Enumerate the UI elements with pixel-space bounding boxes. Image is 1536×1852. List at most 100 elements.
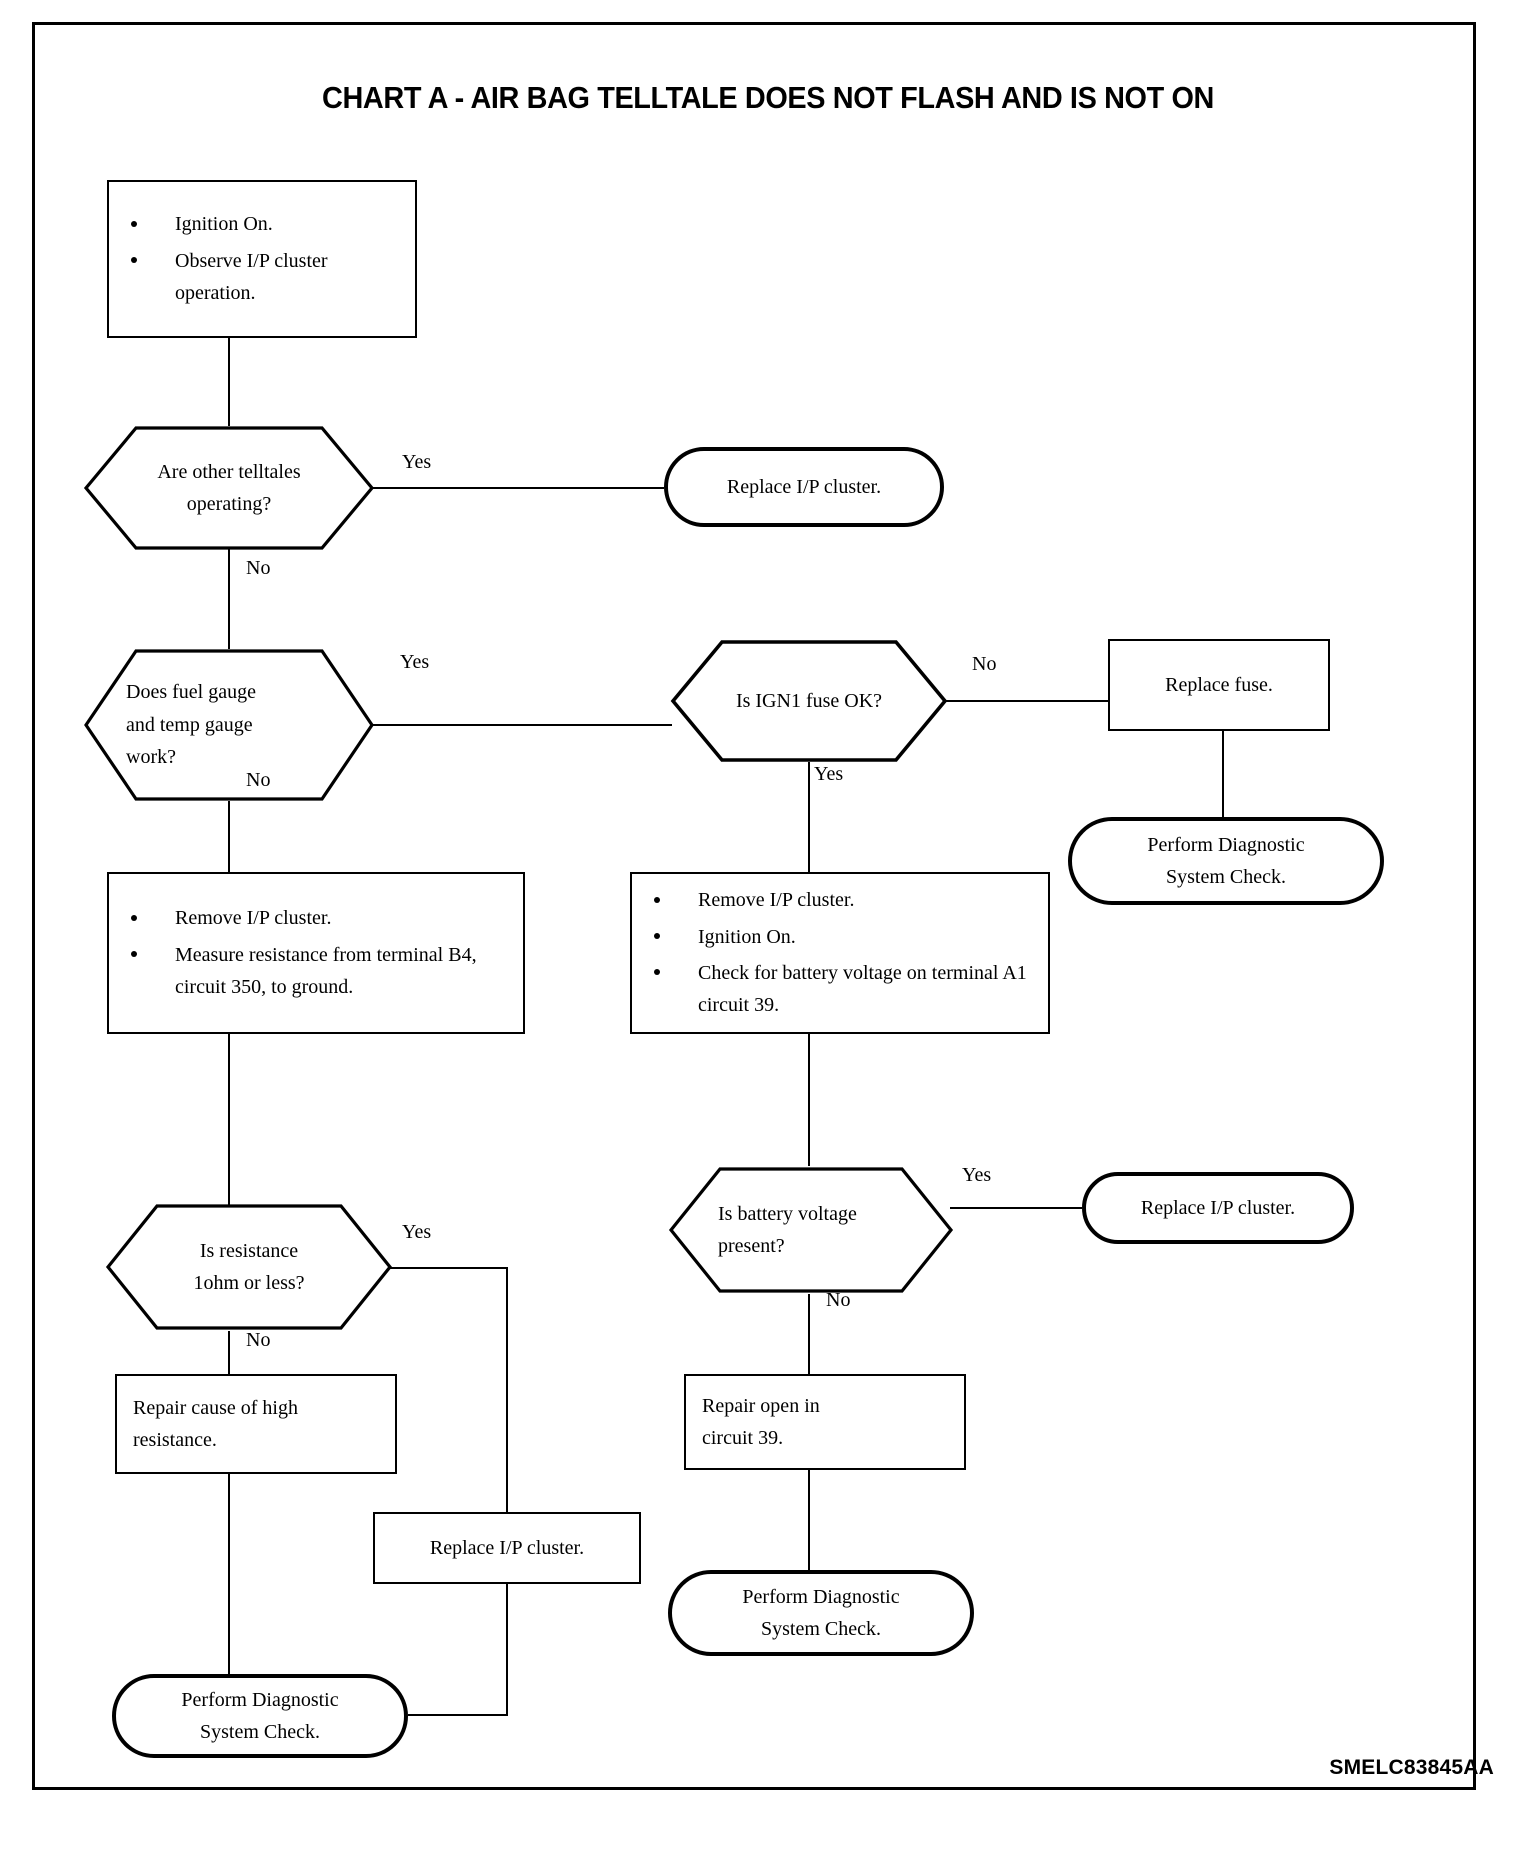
node-diag-right-terminator: Perform Diagnostic System Check. xyxy=(668,1570,974,1656)
bullet-dot-icon xyxy=(654,969,660,976)
node-measure-resistance: Remove I/P cluster. Measure resistance f… xyxy=(107,872,525,1034)
battery-bullet-list: Remove I/P cluster. Ignition On. Check f… xyxy=(632,880,1048,1026)
list-item: Ignition On. xyxy=(646,921,1038,953)
node-replace-fuse: Replace fuse. xyxy=(1108,639,1330,731)
edge-label-d5-yes: Yes xyxy=(962,1164,992,1186)
d4-line1: Is resistance xyxy=(199,1239,299,1262)
repair-res-line1: Repair cause of high xyxy=(133,1396,298,1419)
bullet-dot-icon xyxy=(654,933,660,939)
connector-d4-yes-v xyxy=(506,1267,508,1514)
list-item: Observe I/P cluster operation. xyxy=(123,245,405,310)
connector-d1-no xyxy=(228,548,230,649)
list-item: Remove I/P cluster. xyxy=(646,884,1038,916)
bullet-dot-icon xyxy=(131,257,137,264)
d4-line2: 1ohm or less? xyxy=(193,1272,305,1294)
edge-label-d2-yes: Yes xyxy=(400,651,430,673)
node-replace-cluster-lower: Replace I/P cluster. xyxy=(373,1512,641,1584)
connector-d3-yes xyxy=(808,762,810,872)
hexagon-shape xyxy=(668,1167,954,1293)
node-d2-decision: Does fuel gauge and temp gauge work? xyxy=(84,649,374,801)
connector-fuse-to-diag xyxy=(1222,731,1224,819)
measure-bullet-list: Remove I/P cluster. Measure resistance f… xyxy=(109,898,523,1007)
bullet-dot-icon xyxy=(131,914,137,921)
chart-title: CHART A - AIR BAG TELLTALE DOES NOT FLAS… xyxy=(322,80,1214,115)
d1-line1: Are other telltales xyxy=(157,460,301,483)
edge-label-d4-no: No xyxy=(246,1329,271,1351)
node-repair-high-resistance: Repair cause of high resistance. xyxy=(115,1374,397,1474)
node-d4-decision: Is resistance 1ohm or less? xyxy=(105,1203,393,1331)
replace-fuse-text: Replace fuse. xyxy=(1165,673,1273,696)
hexagon-shape xyxy=(84,649,374,801)
node-t1-terminator: Replace I/P cluster. xyxy=(664,447,944,527)
edge-label-d3-yes: Yes xyxy=(814,763,844,785)
connector-d4-no xyxy=(228,1331,230,1374)
edge-label-d1-no: No xyxy=(246,557,271,579)
connector-d3-no xyxy=(944,700,1108,702)
connector-repair-res-to-diag xyxy=(228,1474,230,1682)
bullet-text: Ignition On. xyxy=(698,925,796,948)
node-replace-cluster-battery: Replace I/P cluster. xyxy=(1082,1172,1354,1244)
node-check-battery-voltage: Remove I/P cluster. Ignition On. Check f… xyxy=(630,872,1050,1034)
bullet-dot-icon xyxy=(654,896,660,903)
edge-label-d3-no: No xyxy=(972,653,997,675)
bullet-dot-icon xyxy=(131,951,137,958)
diag-left-line2: System Check. xyxy=(200,1721,320,1743)
diag-left-line1: Perform Diagnostic xyxy=(181,1688,339,1711)
connector-measure-to-d4 xyxy=(228,1034,230,1222)
node-d3-decision: Is IGN1 fuse OK? xyxy=(670,639,948,763)
node-diag-left-terminator: Perform Diagnostic System Check. xyxy=(112,1674,408,1758)
d3-line1: Is IGN1 fuse OK? xyxy=(735,689,883,712)
bullet-text: Remove I/P cluster. xyxy=(175,907,332,930)
bullet-text: Measure resistance from terminal B4, cir… xyxy=(175,943,477,999)
d5-line2: present? xyxy=(718,1235,785,1257)
connector-d4-yes-h xyxy=(390,1267,508,1269)
edge-label-d5-no: No xyxy=(826,1289,851,1311)
edge-label-d1-yes: Yes xyxy=(402,451,432,473)
bullet-text: Check for battery voltage on terminal A1… xyxy=(698,962,1027,1017)
hexagon-shape xyxy=(105,1204,393,1330)
diag-fuse-line2: System Check. xyxy=(1166,866,1286,888)
d2-line3: work? xyxy=(126,746,176,769)
edge-label-d4-yes: Yes xyxy=(402,1221,432,1243)
d5-line1: Is battery voltage xyxy=(718,1202,857,1225)
connector-battery-to-d5 xyxy=(808,1034,810,1166)
hexagon-shape xyxy=(670,640,948,762)
repair-open-line1: Repair open in xyxy=(702,1394,820,1417)
start-bullet-list: Ignition On. Observe I/P cluster operati… xyxy=(109,204,415,313)
repair-res-line2: resistance. xyxy=(133,1429,217,1451)
node-repair-open-circuit: Repair open in circuit 39. xyxy=(684,1374,966,1470)
connector-d2-yes xyxy=(372,724,672,726)
bullet-text: Observe I/P cluster operation. xyxy=(175,249,328,305)
connector-d5-yes xyxy=(950,1207,1082,1209)
node-start-process: Ignition On. Observe I/P cluster operati… xyxy=(107,180,417,338)
bullet-text: Ignition On. xyxy=(175,213,273,236)
d2-line1: Does fuel gauge xyxy=(126,681,256,704)
diag-right-line1: Perform Diagnostic xyxy=(742,1585,900,1608)
diag-right-line2: System Check. xyxy=(761,1618,881,1640)
reference-code: SMELC83845AA xyxy=(1329,1756,1494,1779)
diag-fuse-line1: Perform Diagnostic xyxy=(1147,833,1305,856)
bullet-dot-icon xyxy=(131,220,137,227)
d2-line2: and temp gauge xyxy=(126,713,253,736)
connector-d5-no xyxy=(808,1294,810,1374)
repair-open-line2: circuit 39. xyxy=(702,1427,784,1449)
connector-repair-open-to-diag xyxy=(808,1470,810,1570)
connector-d1-yes xyxy=(372,487,664,489)
list-item: Measure resistance from terminal B4, cir… xyxy=(123,939,513,1004)
node-d1-decision: Are other telltales operating? xyxy=(83,426,375,550)
node-diag-fuse-terminator: Perform Diagnostic System Check. xyxy=(1068,817,1384,905)
list-item: Check for battery voltage on terminal A1… xyxy=(646,957,1038,1022)
connector-start-to-d1 xyxy=(228,338,230,426)
edge-label-d2-no: No xyxy=(246,769,271,791)
d1-line2: operating? xyxy=(186,493,272,515)
list-item: Ignition On. xyxy=(123,208,405,240)
connector-replace-lower-down xyxy=(506,1584,508,1716)
hexagon-shape xyxy=(83,426,375,550)
node-d5-decision: Is battery voltage present? xyxy=(668,1166,954,1294)
bullet-text: Remove I/P cluster. xyxy=(698,889,855,912)
replace-cluster-lower-text: Replace I/P cluster. xyxy=(429,1536,585,1559)
connector-replace-lower-left xyxy=(408,1714,508,1716)
page-border xyxy=(32,22,1476,1790)
connector-d2-no xyxy=(228,801,230,872)
